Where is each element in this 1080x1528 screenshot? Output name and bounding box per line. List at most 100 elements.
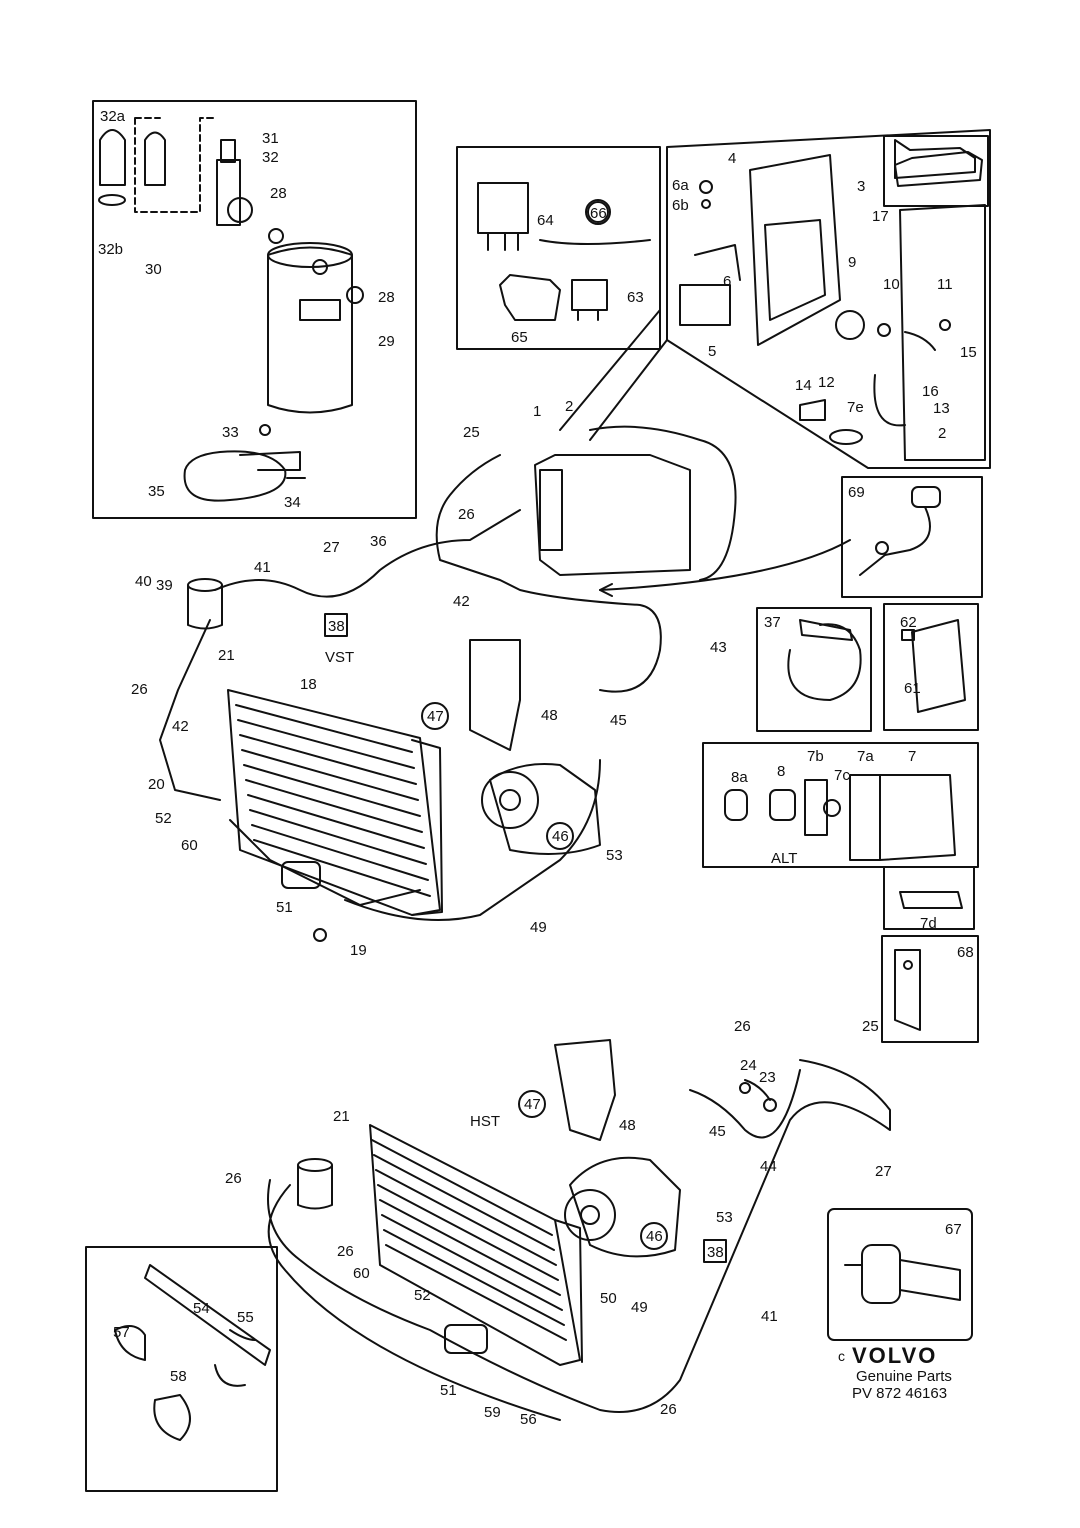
label-66: 66 xyxy=(590,205,607,222)
label-7d: 7d xyxy=(920,915,937,932)
label-41b: 41 xyxy=(761,1308,778,1325)
vst-system xyxy=(159,454,662,942)
label-49: 49 xyxy=(530,919,547,936)
compressor-upper xyxy=(489,763,601,855)
receiver-drier-group xyxy=(98,117,364,502)
genuine-parts-text: Genuine Parts xyxy=(856,1368,952,1385)
label-37: 37 xyxy=(764,614,781,631)
circle-marker xyxy=(421,702,449,730)
label-17: 17 xyxy=(872,208,889,225)
label-45b: 45 xyxy=(709,1123,726,1140)
label-15: 15 xyxy=(960,344,977,361)
relay-inset-box xyxy=(456,146,661,350)
label-58: 58 xyxy=(170,1368,187,1385)
label-38-hst: 38 xyxy=(707,1244,724,1261)
copyright-mark: c xyxy=(838,1348,845,1364)
label-42: 42 xyxy=(453,593,470,610)
switch-pointer-arrow xyxy=(599,539,851,591)
label-8: 8 xyxy=(777,763,785,780)
label-18: 18 xyxy=(300,676,317,693)
label-19: 19 xyxy=(350,942,367,959)
label-38-vst: 38 xyxy=(328,618,345,635)
label-27: 27 xyxy=(323,539,340,556)
label-7b: 7b xyxy=(807,748,824,765)
hose-clip-parts xyxy=(114,1264,271,1441)
receiver-drier-inset-box xyxy=(92,100,417,519)
label-27b: 27 xyxy=(875,1163,892,1180)
hose-clip-inset-box xyxy=(85,1246,278,1492)
label-7a: 7a xyxy=(857,748,874,765)
switch-inset-box xyxy=(841,476,983,598)
label-36: 36 xyxy=(370,533,387,550)
label-60b: 60 xyxy=(353,1265,370,1282)
label-48b: 48 xyxy=(619,1117,636,1134)
label-60: 60 xyxy=(181,837,198,854)
label-9: 9 xyxy=(848,254,856,271)
label-31: 31 xyxy=(262,130,279,147)
vst-ref-box xyxy=(324,613,348,637)
label-53b: 53 xyxy=(716,1209,733,1226)
label-8a: 8a xyxy=(731,769,748,786)
label-26b: 26 xyxy=(131,681,148,698)
label-64: 64 xyxy=(537,212,554,229)
circle-marker xyxy=(585,199,611,225)
label-68: 68 xyxy=(957,944,974,961)
drier-lower xyxy=(297,1164,333,1210)
label-13: 13 xyxy=(933,400,950,417)
label-51b: 51 xyxy=(440,1382,457,1399)
label-65: 65 xyxy=(511,329,528,346)
label-33: 33 xyxy=(222,424,239,441)
car-silhouette-box xyxy=(883,135,989,207)
condenser-upper xyxy=(227,689,441,916)
part-labels: 32a 31 32 28 28 32b 30 29 33 35 34 64 66… xyxy=(98,108,977,1428)
label-59: 59 xyxy=(484,1404,501,1421)
hst-ref-box xyxy=(703,1239,727,1263)
label-26d: 26 xyxy=(225,1170,242,1187)
hst-system xyxy=(267,1039,891,1421)
label-29: 29 xyxy=(378,333,395,350)
label-54: 54 xyxy=(193,1300,210,1317)
relay-parts-7 xyxy=(724,774,956,861)
label-hst: HST xyxy=(470,1113,500,1130)
fuse-inset-box xyxy=(883,866,975,930)
label-63: 63 xyxy=(627,289,644,306)
condenser-lower xyxy=(369,1124,581,1366)
label-53: 53 xyxy=(606,847,623,864)
bracket-68 xyxy=(894,949,921,1031)
compressor-lower xyxy=(569,1156,681,1258)
label-52: 52 xyxy=(155,810,172,827)
label-35: 35 xyxy=(148,483,165,500)
label-24: 24 xyxy=(740,1057,757,1074)
label-26c: 26 xyxy=(734,1018,751,1035)
label-6a: 6a xyxy=(672,177,689,194)
label-61: 61 xyxy=(904,680,921,697)
label-11: 11 xyxy=(937,276,953,293)
clamp-37 xyxy=(787,619,862,701)
label-41: 41 xyxy=(254,559,271,576)
label-67: 67 xyxy=(945,1221,962,1238)
label-26f: 26 xyxy=(660,1401,677,1418)
volvo-logo: VOLVO xyxy=(852,1343,937,1368)
label-43: 43 xyxy=(710,639,727,656)
label-47b: 47 xyxy=(524,1096,541,1113)
label-7e: 7e xyxy=(847,399,864,416)
relay-box-pointer xyxy=(559,309,668,441)
bracket-inset-box xyxy=(881,935,979,1043)
circle-marker xyxy=(640,1222,668,1250)
evaporator-group xyxy=(679,139,986,461)
label-49b: 49 xyxy=(631,1299,648,1316)
label-52b: 52 xyxy=(414,1287,431,1304)
label-28: 28 xyxy=(270,185,287,202)
part-number-text: PV 872 46163 xyxy=(852,1385,947,1402)
clamp-inset-box xyxy=(756,607,872,732)
pressure-switch-67 xyxy=(844,1244,961,1304)
heater-unit xyxy=(534,425,737,581)
label-50: 50 xyxy=(600,1290,617,1307)
label-20: 20 xyxy=(148,776,165,793)
label-23: 23 xyxy=(759,1069,776,1086)
label-56: 56 xyxy=(520,1411,537,1428)
relay-group xyxy=(477,182,651,321)
label-7: 7 xyxy=(908,748,916,765)
label-25: 25 xyxy=(463,424,480,441)
label-34: 34 xyxy=(284,494,301,511)
